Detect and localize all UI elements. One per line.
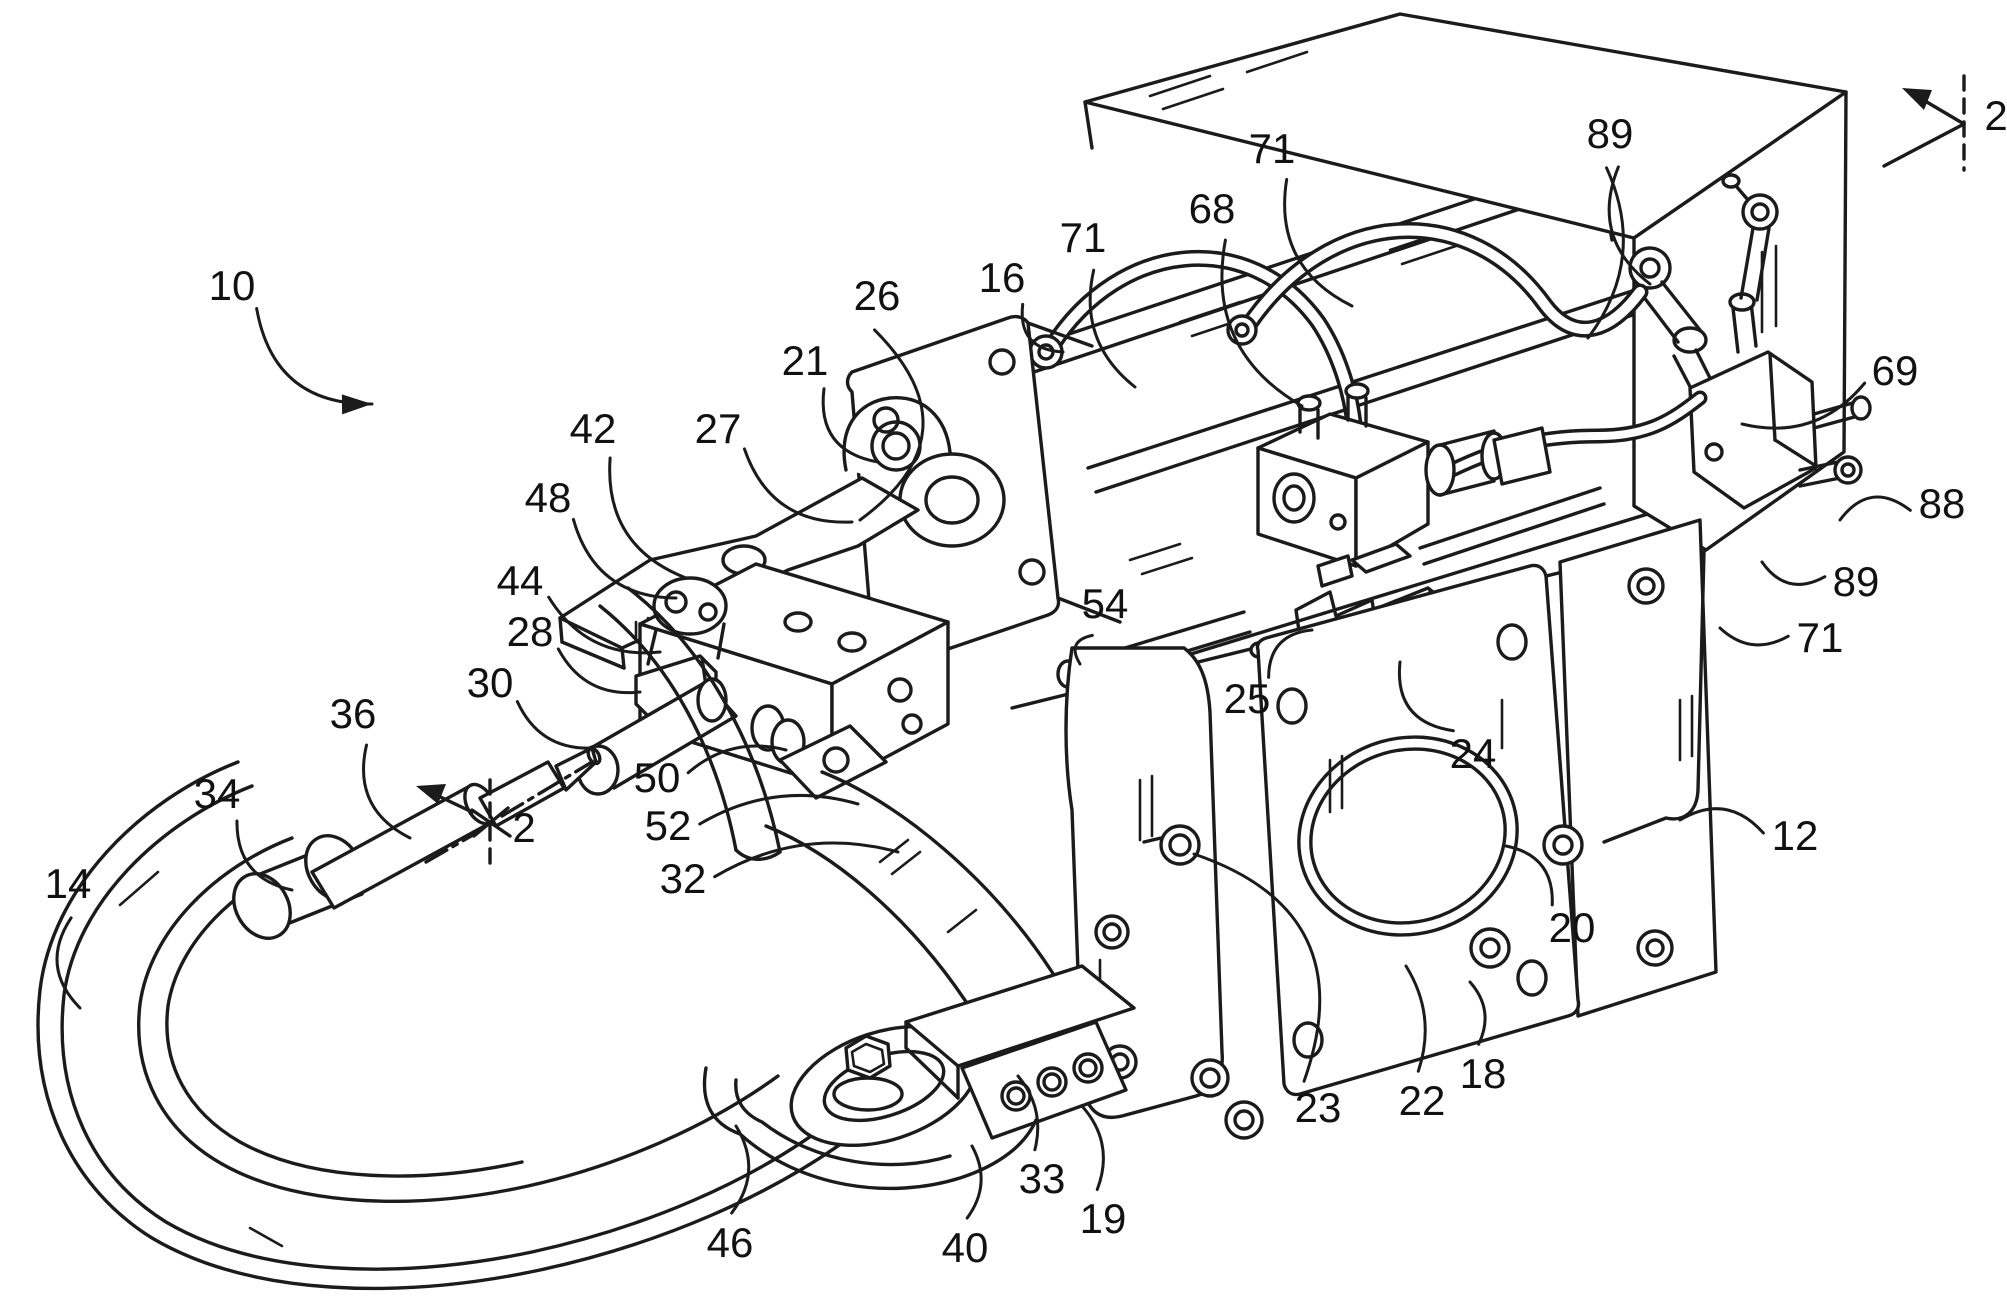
ref-label-24: 24 (1450, 730, 1497, 777)
ref-label-20: 20 (1549, 904, 1596, 951)
ref-label-28: 28 (507, 608, 554, 655)
rear-support-plate (1558, 518, 1718, 1018)
ref-label-40: 40 (942, 1224, 989, 1271)
ref-label-88: 88 (1919, 480, 1966, 527)
ref-label-27: 27 (695, 405, 742, 452)
leader-line-71a (1088, 268, 1137, 389)
leader-line-16 (1020, 302, 1065, 354)
leader-line-46 (730, 1124, 751, 1215)
leader-line-32 (713, 841, 900, 879)
leader-line-33 (1016, 1074, 1040, 1152)
ref-label-36: 36 (330, 690, 377, 737)
electrode-rod (232, 746, 602, 940)
ref-label-23: 23 (1295, 1084, 1342, 1131)
ref-label-50: 50 (634, 754, 681, 801)
leader-arrowhead-10 (341, 394, 372, 415)
leader-line-26 (858, 328, 925, 522)
leader-line-44 (547, 595, 662, 655)
leader-line-21 (821, 387, 880, 464)
leader-line-88 (1838, 495, 1912, 522)
ref-label-42: 42 (570, 405, 617, 452)
ref-label-71a: 71 (1060, 214, 1107, 261)
ref-label-44: 44 (497, 557, 544, 604)
ref-label-14: 14 (45, 860, 92, 907)
leader-line-14 (55, 916, 82, 1010)
ref-label-71b: 71 (1249, 125, 1296, 172)
ref-label-26: 26 (854, 272, 901, 319)
ref-label-12: 12 (1772, 812, 1819, 859)
ref-label-2b: 2 (512, 804, 535, 851)
leader-line-19 (1080, 1104, 1105, 1192)
leader-line-89a (1607, 165, 1652, 286)
ref-label-54: 54 (1082, 580, 1129, 627)
leader-line-28 (556, 647, 642, 695)
ref-label-52: 52 (645, 802, 692, 849)
leader-line-89b (1760, 560, 1827, 586)
leader-line-71c (1718, 626, 1790, 647)
valve-block (1256, 382, 1552, 568)
leader-line-12 (1678, 807, 1765, 835)
ref-label-34: 34 (194, 770, 241, 817)
ref-label-25: 25 (1224, 675, 1271, 722)
ref-label-16: 16 (979, 254, 1026, 301)
leader-line-50 (686, 744, 788, 775)
leader-line-24 (1397, 660, 1455, 733)
leader-line-71b (1283, 177, 1354, 308)
leader-line-69 (1740, 381, 1867, 430)
mounting-plate (1142, 563, 1584, 1140)
rear-fitting-block (1628, 173, 1872, 510)
leader-line-34 (235, 819, 294, 892)
leader-line-68 (1220, 238, 1304, 408)
section-marker-lower (416, 760, 594, 868)
ref-label-68: 68 (1189, 185, 1236, 232)
slide-block-assembly (576, 562, 950, 796)
ref-label-33: 33 (1019, 1155, 1066, 1202)
clamp-shoe (702, 964, 1136, 1191)
ref-label-48: 48 (525, 474, 572, 521)
yoke-and-arm (598, 586, 1094, 1088)
ref-label-30: 30 (467, 659, 514, 706)
leader-line-23 (1192, 852, 1322, 1083)
ref-label-22: 22 (1399, 1077, 1446, 1124)
leader-line-52 (698, 793, 860, 826)
leader-line-22 (1404, 964, 1427, 1073)
cylinder-front-cap (842, 314, 1122, 687)
leader-line-18 (1468, 980, 1487, 1046)
ref-label-10: 10 (209, 262, 256, 309)
ref-label-89b: 89 (1833, 558, 1880, 605)
leader-line-54 (1073, 633, 1094, 666)
ref-label-19: 19 (1080, 1195, 1127, 1242)
leader-line-30 (515, 700, 596, 750)
ref-label-2a: 2 (1984, 92, 2007, 139)
leader-line-25 (1267, 628, 1314, 679)
ref-label-71c: 71 (1797, 614, 1844, 661)
ref-label-89a: 89 (1587, 110, 1634, 157)
ref-label-18: 18 (1460, 1050, 1507, 1097)
ref-label-46: 46 (707, 1219, 754, 1266)
section-marker-upper (1882, 74, 1966, 172)
leader-line-10 (255, 306, 374, 406)
c-arm (36, 760, 854, 1291)
leader-line-20 (1504, 844, 1554, 907)
leader-line-27 (742, 447, 854, 524)
ref-label-21: 21 (782, 337, 829, 384)
ref-label-32: 32 (660, 855, 707, 902)
leader-line-42 (608, 456, 688, 580)
leader-line-40 (965, 1144, 983, 1220)
leader-line-36 (362, 743, 412, 840)
leader-line-48 (571, 517, 678, 600)
ref-label-69: 69 (1872, 347, 1919, 394)
